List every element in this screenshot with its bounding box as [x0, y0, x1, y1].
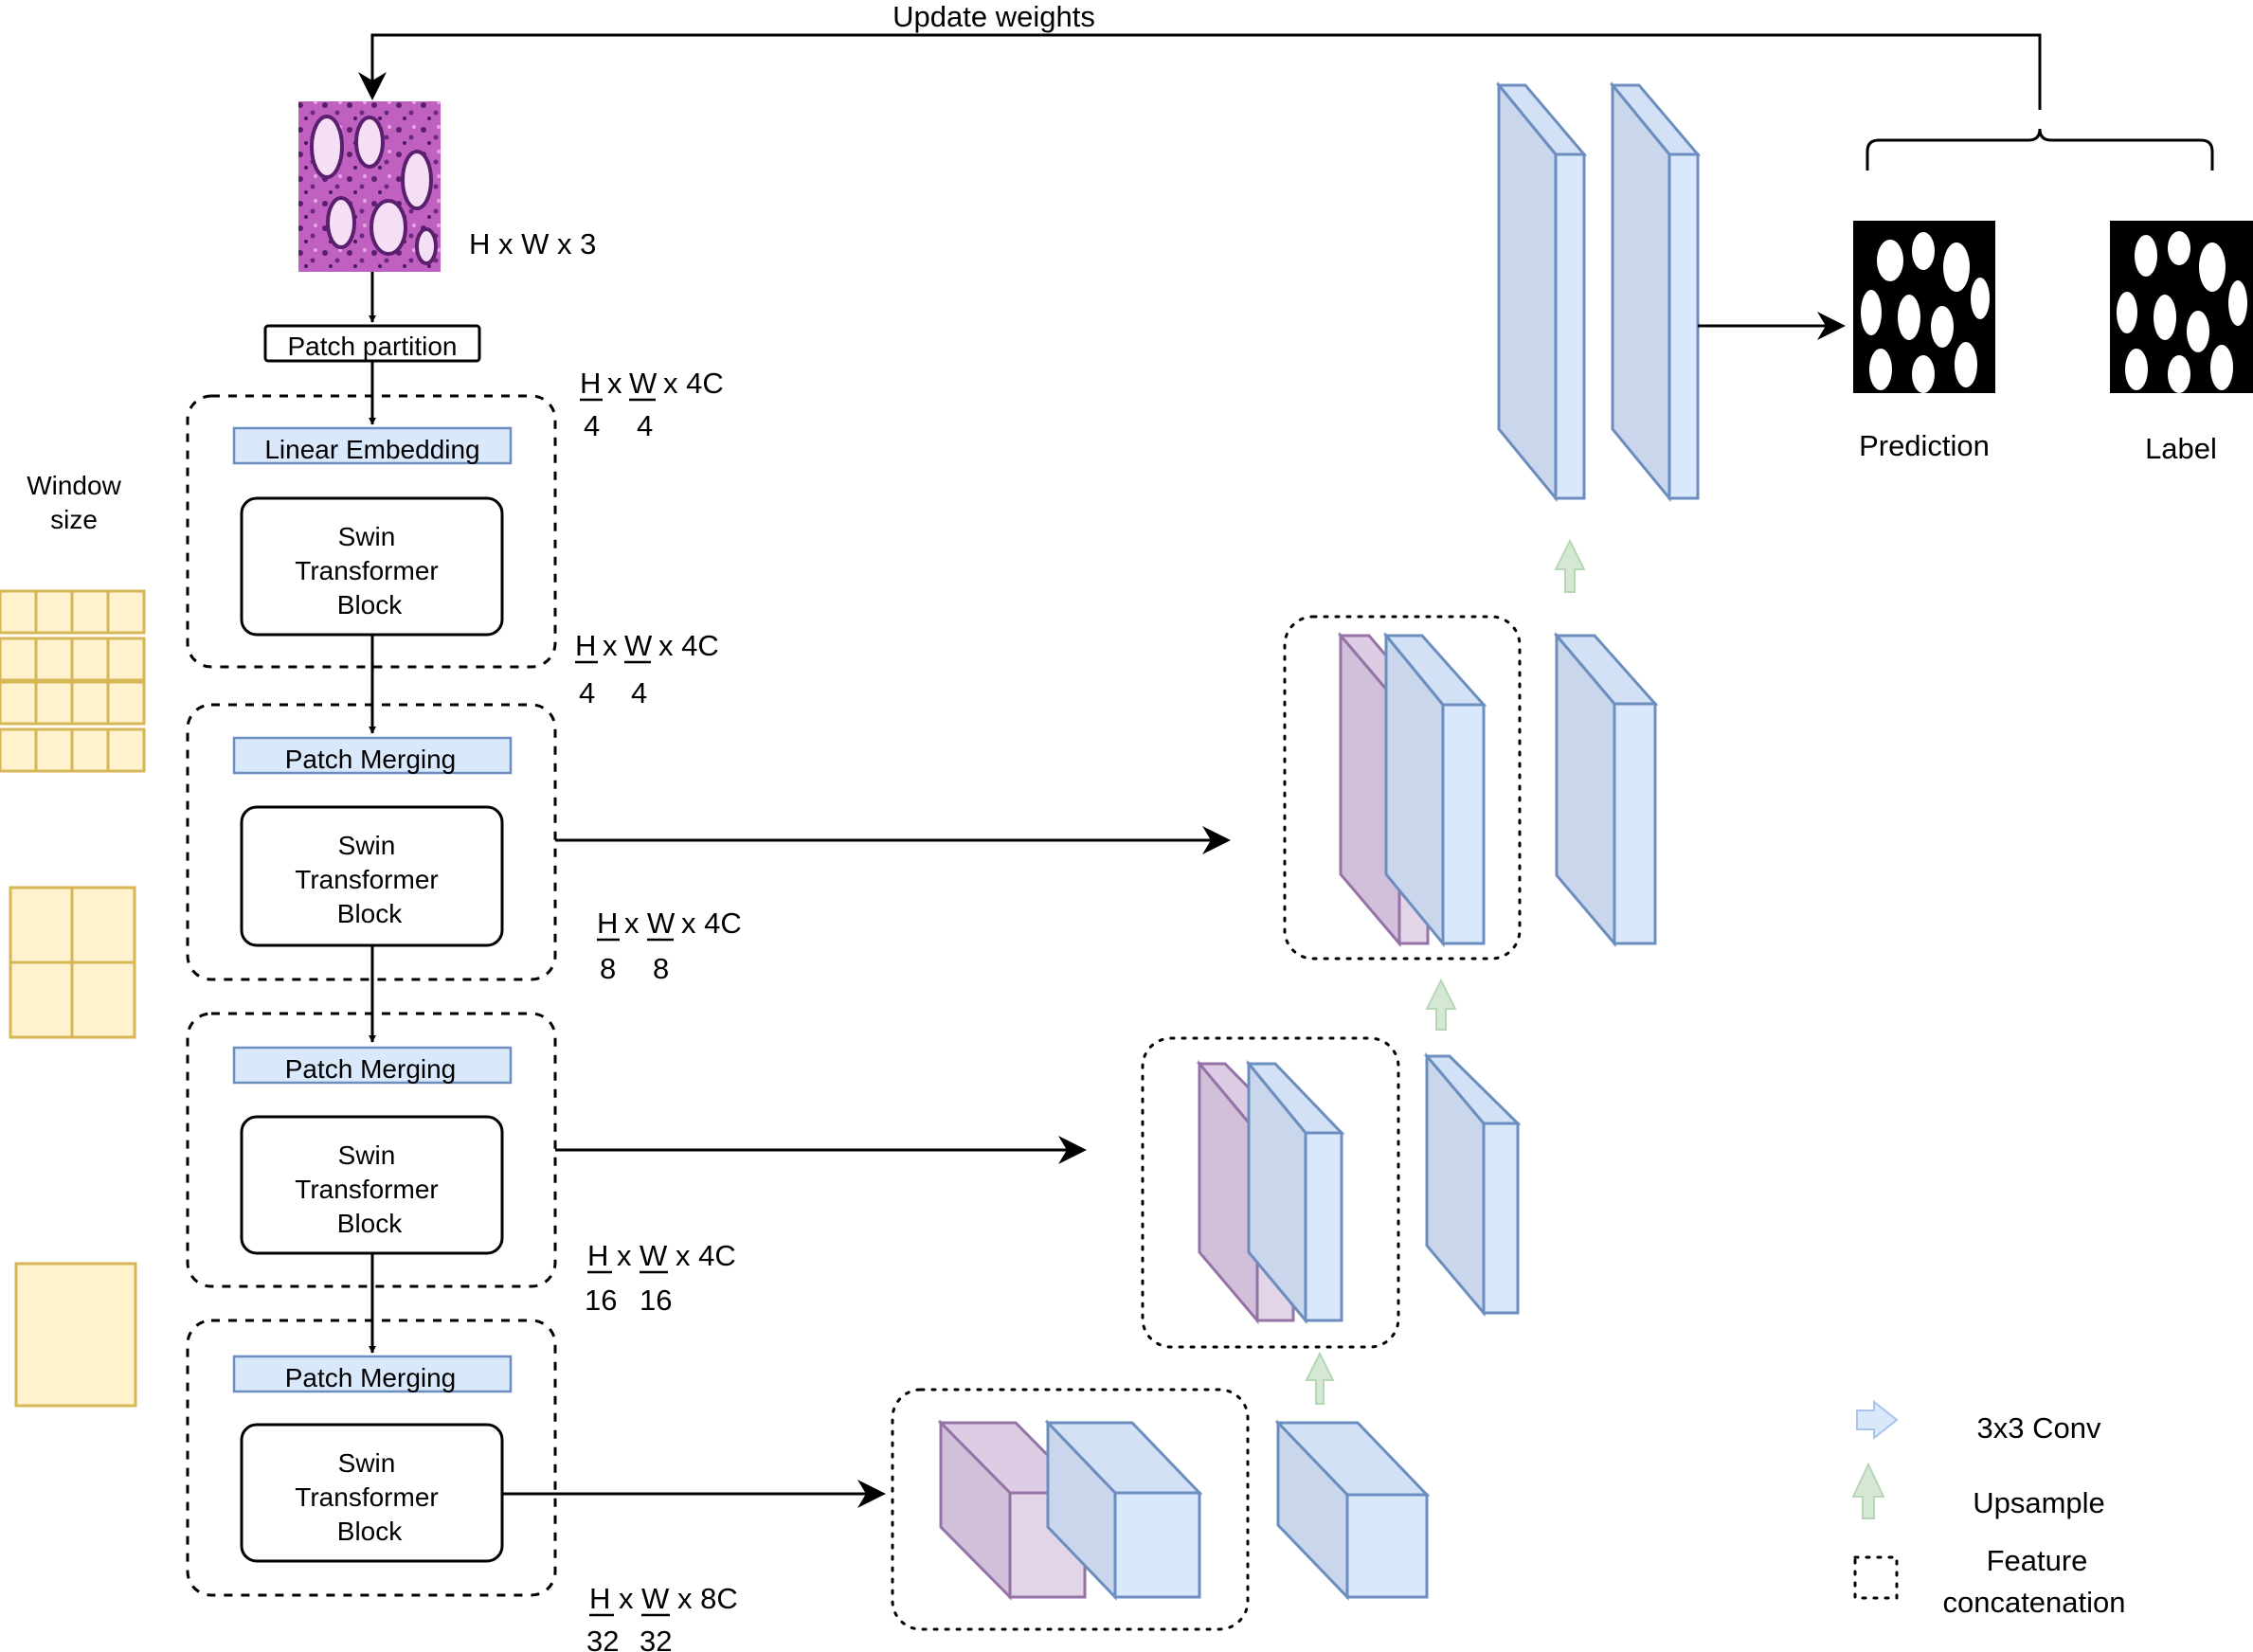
svg-text:x: x: [607, 367, 622, 400]
prediction-mask: [1853, 221, 1995, 393]
encoder-stage-1: Linear Embedding Swin Transformer Block: [186, 394, 557, 669]
swin-block-2-line2: Transformer: [295, 865, 438, 894]
svg-text:x: x: [617, 1239, 632, 1272]
input-dims: H x W x 3: [469, 227, 596, 260]
concat-box-top: [1283, 615, 1522, 961]
window-size-label-line1: Window: [27, 471, 121, 500]
swin-block-3-line3: Block: [337, 1209, 403, 1238]
svg-text:8: 8: [653, 952, 669, 985]
update-weights-feedback: Update weights: [358, 0, 2214, 171]
legend-conv-label: 3x3 Conv: [1977, 1411, 2101, 1445]
input-image: [298, 101, 441, 272]
legend-concat-line2: concatenation: [1942, 1586, 2125, 1619]
swin-block-3-line1: Swin: [338, 1140, 396, 1170]
swin-block-4-line2: Transformer: [295, 1482, 438, 1512]
concat-box-bottom: [891, 1388, 1250, 1631]
svg-text:32: 32: [586, 1625, 619, 1652]
svg-text:x 4C: x 4C: [676, 1239, 736, 1272]
legend-concat-line1: Feature: [1987, 1544, 2088, 1577]
legend-upsample-label: Upsample: [1973, 1486, 2105, 1519]
svg-text:W: W: [640, 1239, 668, 1272]
dim-label-1: H x W x 4C 4 4: [580, 367, 724, 442]
window-size-label-line2: size: [50, 505, 98, 534]
encoder-stage-2: Patch Merging Swin Transformer Block: [186, 703, 557, 981]
linear-embedding-label: Linear Embedding: [264, 435, 479, 464]
final-conv-block-2: [1609, 81, 1702, 503]
encoder-stage-4: Patch Merging Swin Transformer Block: [186, 1319, 557, 1597]
svg-text:4: 4: [579, 676, 595, 709]
svg-text:H: H: [589, 1582, 610, 1615]
svg-text:W: W: [624, 629, 653, 662]
svg-text:W: W: [629, 367, 658, 400]
svg-text:H: H: [587, 1239, 608, 1272]
upsample-arrow-1: [1305, 1351, 1335, 1405]
concat-legend-icon: [1853, 1555, 1899, 1600]
svg-text:32: 32: [640, 1625, 672, 1652]
legend: 3x3 Conv Upsample Feature concatenation: [1851, 1399, 2126, 1619]
patch-merging-bar-1: [232, 736, 513, 775]
svg-text:8: 8: [600, 952, 616, 985]
dim-label-5: H x W x 8C 32 32: [586, 1582, 738, 1652]
swin-block-2-line1: Swin: [338, 831, 396, 860]
svg-text:x 4C: x 4C: [681, 907, 742, 940]
swin-block-1-line1: Swin: [338, 522, 396, 551]
svg-text:16: 16: [585, 1284, 617, 1317]
patch-merging-label-3: Patch Merging: [285, 1363, 457, 1392]
decoder-conv-block-bottom: [1274, 1419, 1431, 1601]
conv-legend-icon: [1856, 1399, 1899, 1441]
svg-text:W: W: [647, 907, 676, 940]
top-blue-block: [1382, 631, 1487, 948]
svg-text:x: x: [624, 907, 640, 940]
svg-text:16: 16: [640, 1284, 672, 1317]
swin-block-2-line3: Block: [337, 899, 403, 928]
window-grid-4x4: [0, 589, 146, 773]
linear-embedding-bar: [232, 426, 513, 465]
decoder-conv-block-mid: [1423, 1051, 1522, 1318]
upsample-arrow-3: [1554, 538, 1586, 593]
encoder-stage-3: Patch Merging Swin Transformer Block: [186, 1012, 557, 1288]
upsample-legend-icon: [1851, 1462, 1885, 1519]
patch-merging-bar-3: [232, 1355, 513, 1393]
svg-text:x 8C: x 8C: [677, 1582, 738, 1615]
swin-block-4-line1: Swin: [338, 1448, 396, 1478]
svg-text:x 4C: x 4C: [663, 367, 724, 400]
dim-label-2: H x W x 4C 4 4: [575, 629, 719, 709]
svg-text:x 4C: x 4C: [658, 629, 719, 662]
svg-text:x: x: [619, 1582, 634, 1615]
svg-text:x: x: [603, 629, 618, 662]
svg-text:4: 4: [631, 676, 647, 709]
swin-block-4-line3: Block: [337, 1517, 403, 1546]
swin-block-1-line2: Transformer: [295, 556, 438, 585]
upsample-arrow-2: [1425, 978, 1457, 1031]
patch-merging-bar-2: [232, 1046, 513, 1085]
svg-text:H: H: [580, 367, 601, 400]
patch-partition-label: Patch partition: [288, 332, 458, 361]
dim-label-4: H x W x 4C 16 16: [585, 1239, 736, 1317]
label-mask: [2110, 221, 2253, 393]
label-label: Label: [2145, 432, 2217, 465]
prediction-label: Prediction: [1859, 429, 1990, 462]
svg-text:H: H: [597, 907, 618, 940]
concat-box-mid: [1141, 1036, 1400, 1349]
window-grid-2x2: [9, 886, 136, 1039]
svg-text:4: 4: [584, 409, 600, 442]
swin-block-3-line2: Transformer: [295, 1175, 438, 1204]
final-conv-block-1: [1495, 81, 1588, 503]
patch-merging-label-1: Patch Merging: [285, 745, 457, 774]
decoder-conv-block-top: [1553, 631, 1659, 948]
svg-text:H: H: [575, 629, 596, 662]
bottleneck-blue-block: [1044, 1419, 1203, 1601]
dim-label-3: H x W x 4C 8 8: [597, 907, 742, 985]
svg-text:W: W: [641, 1582, 670, 1615]
patch-merging-label-2: Patch Merging: [285, 1054, 457, 1084]
swin-block-1-line3: Block: [337, 590, 403, 620]
window-grid-1x1: [14, 1262, 137, 1408]
svg-text:4: 4: [637, 409, 653, 442]
mid-blue-block: [1245, 1059, 1345, 1325]
update-weights-label: Update weights: [892, 0, 1095, 33]
